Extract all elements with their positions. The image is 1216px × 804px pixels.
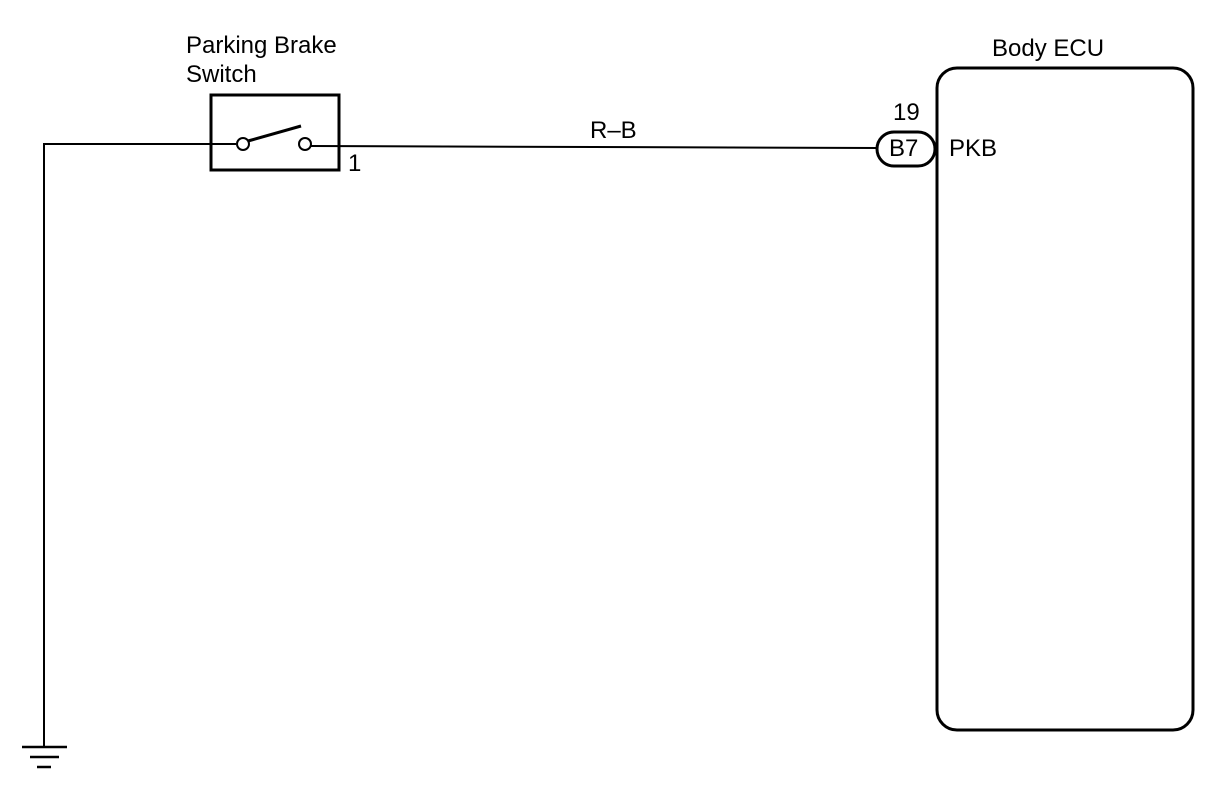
signal-wire xyxy=(310,145,879,149)
wire-color-label: R–B xyxy=(590,117,637,144)
connector-pin-label: 19 xyxy=(893,99,920,126)
ecu-box xyxy=(935,66,1195,732)
ground-wire xyxy=(43,143,236,746)
ecu-terminal-label: PKB xyxy=(949,135,998,162)
switch-lever-icon xyxy=(247,124,302,143)
connector-id-label: B7 xyxy=(889,135,919,162)
connector-pill xyxy=(875,130,937,168)
switch-contact-left-icon xyxy=(236,137,250,151)
switch-box xyxy=(209,93,341,172)
ground-symbol-icon xyxy=(22,745,67,769)
switch-terminal-label: 1 xyxy=(348,150,362,177)
switch-contact-right-icon xyxy=(298,137,312,151)
ecu-title: Body ECU xyxy=(992,35,1105,62)
switch-name-line2: Switch xyxy=(186,61,257,88)
switch-name-line1: Parking Brake xyxy=(186,32,337,59)
